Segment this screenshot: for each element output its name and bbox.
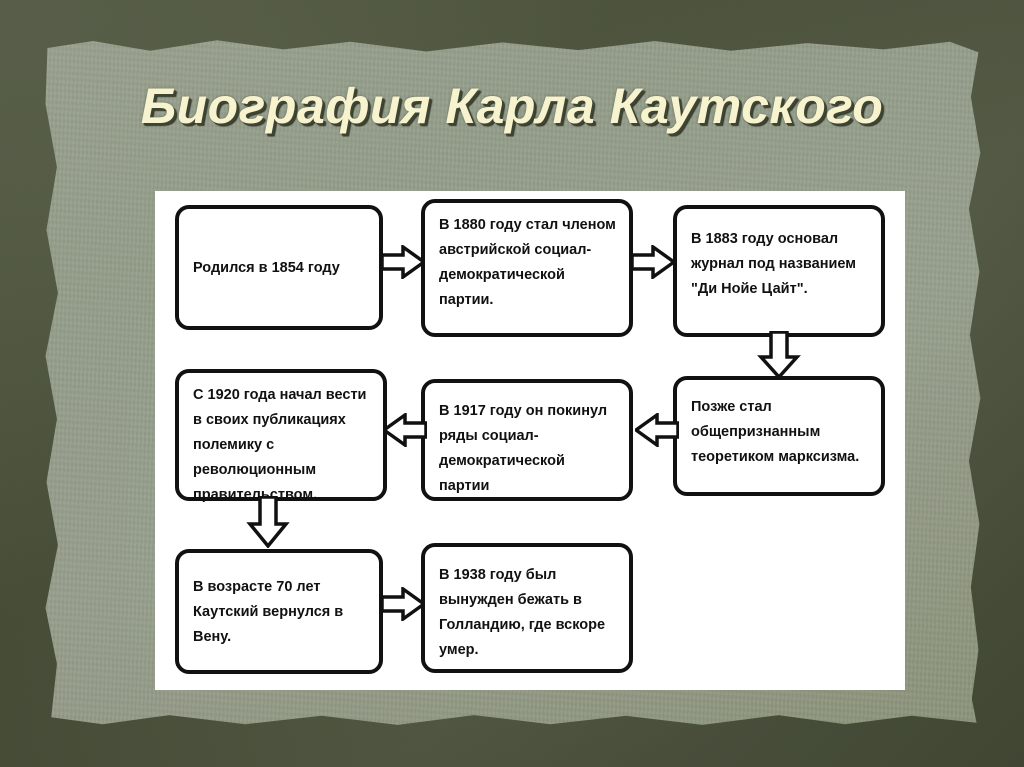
flowchart-canvas: Родился в 1854 году В 1880 году стал чле… [155, 191, 905, 690]
arrow-down-icon [752, 331, 806, 379]
page-title: Биография Карла Каутского [140, 78, 884, 134]
flow-node-1883-journal[interactable]: В 1883 году основал журнал под названием… [673, 205, 885, 337]
flow-node-text: Позже стал общепризнанным теоретиком мар… [691, 399, 860, 465]
flow-node-text: В 1880 году стал членом австрийской соци… [439, 217, 616, 308]
flow-node-1920-polemic[interactable]: С 1920 года начал вести в своих публикац… [175, 369, 387, 503]
arrow-left-icon [383, 413, 427, 447]
arrow-down-icon [241, 496, 295, 548]
arrow-right-icon [381, 245, 425, 279]
flow-node-1917-left-party[interactable]: В 1917 году он покинул ряды социал-демок… [421, 379, 633, 501]
flow-node-1880-party[interactable]: В 1880 году стал членом австрийской соци… [421, 199, 633, 337]
flow-node-born[interactable]: Родился в 1854 году [175, 205, 383, 330]
flow-node-marxism-theorist[interactable]: Позже стал общепризнанным теоретиком мар… [673, 376, 885, 496]
flow-node-text: В 1883 году основал журнал под названием… [691, 231, 856, 297]
flow-node-text: Родился в 1854 году [193, 260, 340, 276]
flow-node-1938-holland[interactable]: В 1938 году был вынужден бежать в Голлан… [421, 543, 633, 673]
arrow-right-icon [381, 587, 425, 621]
arrow-right-icon [631, 245, 675, 279]
flow-node-text: В 1938 году был вынужден бежать в Голлан… [439, 567, 606, 658]
arrow-left-icon [635, 413, 679, 447]
flow-node-text: В 1917 году он покинул ряды социал-демок… [439, 403, 608, 494]
flow-node-text: С 1920 года начал вести в своих публикац… [193, 387, 367, 503]
flow-node-return-vienna[interactable]: В возрасте 70 лет Каутский вернулся в Ве… [175, 549, 383, 674]
flow-node-text: В возрасте 70 лет Каутский вернулся в Ве… [193, 579, 344, 645]
